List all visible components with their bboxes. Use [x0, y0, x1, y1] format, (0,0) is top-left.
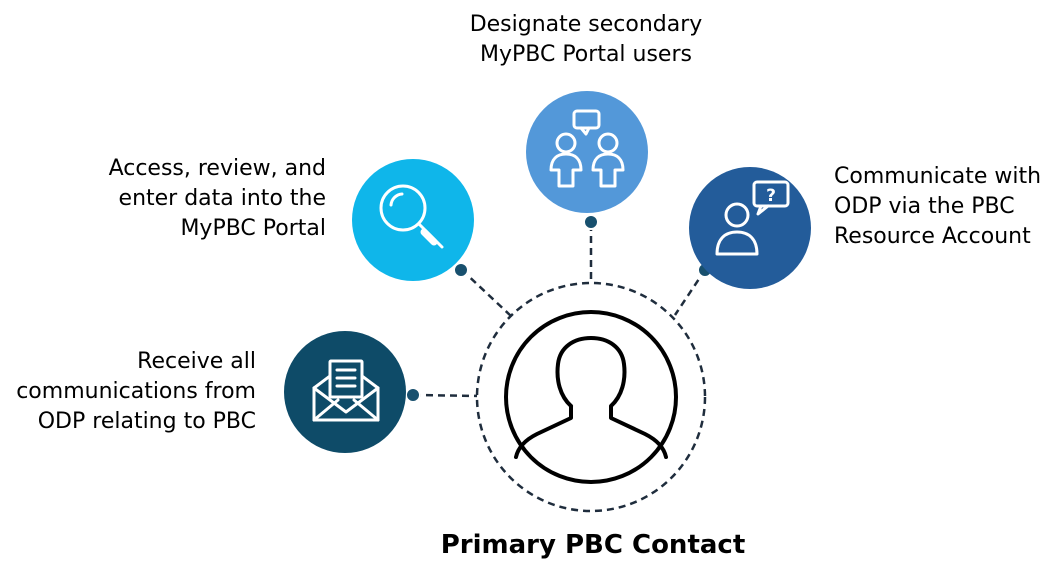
connector-communicate [673, 269, 707, 316]
connector-access [461, 269, 512, 317]
label-communicate: Communicate with ODP via the PBC Resourc… [834, 162, 1049, 252]
label-line: MyPBC Portal [180, 216, 326, 241]
central-label: Primary PBC Contact [440, 530, 746, 560]
label-receive-communications: Receive all communications from ODP rela… [0, 347, 256, 437]
magnifier-icon [379, 184, 444, 249]
label-secondary-users: Designate secondary MyPBC Portal users [416, 10, 756, 70]
label-line: Receive all [137, 349, 256, 374]
users-chat-icon [549, 109, 625, 188]
label-access-portal: Access, review, and enter data into the … [20, 154, 326, 244]
role-circle-secondary-users [526, 91, 648, 213]
person-silhouette-icon [514, 336, 668, 459]
role-node-secondary-users [526, 91, 648, 213]
label-line: Communicate with [834, 164, 1042, 189]
label-line: Access, review, and [108, 156, 326, 181]
label-line: communications from [16, 379, 256, 404]
label-line: enter data into the [118, 186, 326, 211]
question-mark-glyph: ? [766, 186, 776, 206]
person-question-icon [715, 180, 790, 256]
connector-receive [413, 393, 480, 398]
label-line: ODP via the PBC [834, 194, 1015, 219]
central-outline [504, 310, 678, 484]
central-node [475, 281, 707, 513]
dot-secondary [583, 214, 599, 230]
connectors [413, 224, 707, 398]
label-line: Designate secondary [469, 12, 703, 37]
role-circle-communicate [689, 167, 811, 289]
role-node-communicate: ? [689, 167, 811, 289]
role-circle-access-portal [352, 159, 474, 281]
label-line: Resource Account [834, 224, 1031, 249]
dot-receive [405, 387, 421, 403]
envelope-icon [312, 359, 380, 422]
label-line: ODP relating to PBC [37, 409, 256, 434]
label-line: MyPBC Portal users [480, 42, 692, 67]
role-node-access-portal [352, 159, 474, 281]
dot-access [453, 262, 469, 278]
connector-dots [405, 214, 713, 403]
role-node-receive-communications [284, 331, 406, 453]
